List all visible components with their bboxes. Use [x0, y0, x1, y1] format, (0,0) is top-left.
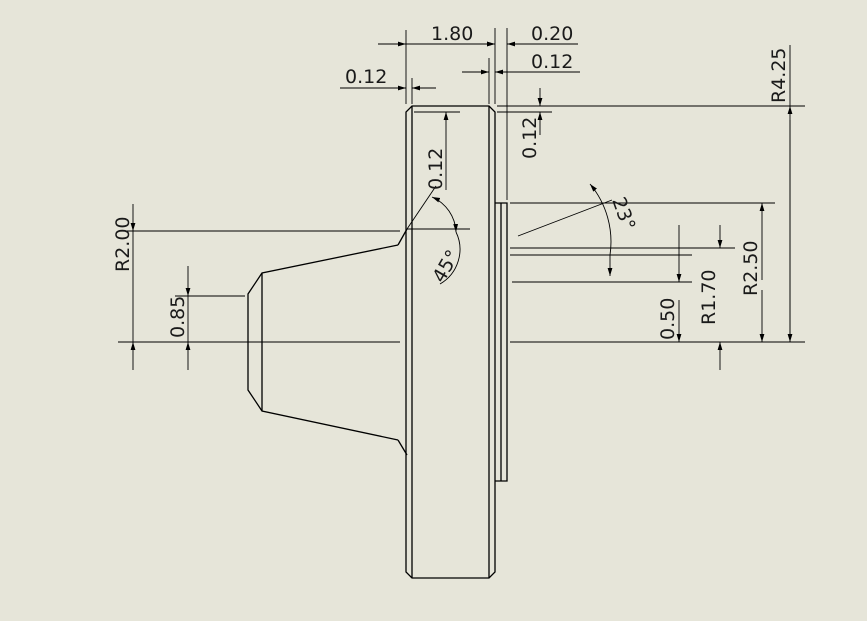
dim-label-0-12-top-right: 0.12: [531, 51, 573, 73]
dim-23-leader: [517, 199, 613, 237]
dim-45-arc-tail: [439, 231, 461, 285]
dim-45-arc: [431, 196, 459, 233]
dim-label-r-4-25: R4.25: [768, 47, 790, 103]
dim-label-0-85: 0.85: [167, 296, 189, 338]
dimension-lines: [118, 28, 805, 370]
dim-label-r-2-50: R2.50: [740, 240, 762, 296]
dim-23-arc: [589, 183, 612, 256]
disk-outline: [405, 105, 496, 579]
dim-label-r-1-70: R1.70: [698, 269, 720, 325]
dim-label-0-50: 0.50: [657, 298, 679, 340]
dim-label-45-deg: 45°: [428, 246, 464, 286]
part-outline: [247, 105, 508, 579]
dim-45-leader: [406, 185, 437, 230]
dim-label-0-12-chamfer: 0.12: [425, 148, 447, 190]
dim-label-0-12-top-left: 0.12: [345, 66, 387, 88]
dim-label-0-12-right: 0.12: [519, 117, 541, 159]
dim-label-23-deg: 23°: [607, 194, 639, 233]
dimension-labels: 1.80 0.20 0.12 0.12 0.12 0.12 45° 23° R4…: [112, 23, 790, 340]
dim-label-0-20: 0.20: [531, 23, 573, 45]
dim-label-1-80: 1.80: [431, 23, 473, 45]
hub-cone-outline: [247, 244, 399, 441]
dim-label-r-2-00: R2.00: [112, 216, 134, 272]
